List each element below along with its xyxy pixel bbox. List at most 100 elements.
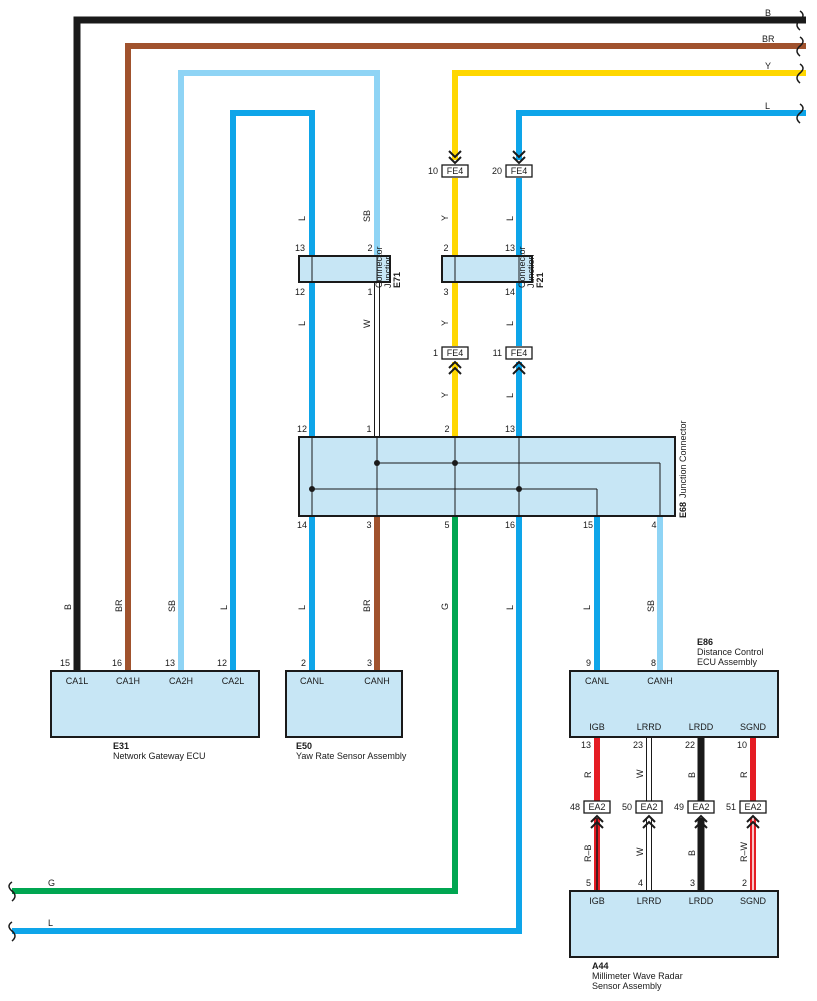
a44-pin-num: 5 bbox=[586, 878, 591, 888]
e71-pin: 12 bbox=[295, 287, 305, 297]
e71-pin: 1 bbox=[367, 287, 372, 297]
wire-label: SB bbox=[167, 600, 177, 612]
ea2-label: EA2 bbox=[588, 802, 605, 812]
e50-pin-name: CANH bbox=[364, 676, 390, 686]
wire-label: BR bbox=[362, 599, 372, 612]
e86-name-line2: ECU Assembly bbox=[697, 657, 758, 667]
a44-pin-num: 3 bbox=[690, 878, 695, 888]
e31-name: Network Gateway ECU bbox=[113, 751, 206, 761]
e86-pin-name: IGB bbox=[589, 722, 605, 732]
wire-label: R bbox=[583, 771, 593, 778]
e86-distance-control-ecu: E86 Distance Control ECU Assembly 9 8 CA… bbox=[569, 637, 779, 750]
e86-code: E86 bbox=[697, 637, 713, 647]
ea2-label: EA2 bbox=[692, 802, 709, 812]
edge-label-l: L bbox=[765, 101, 770, 111]
e68-pin: 2 bbox=[444, 424, 449, 434]
a44-radar-sensor: 5 4 3 2 IGB LRRD LRDD SGND A44 Millimete… bbox=[569, 878, 779, 991]
wire-label: L bbox=[297, 605, 307, 610]
e86-pin-name: LRRD bbox=[637, 722, 662, 732]
e71-pin: 2 bbox=[367, 243, 372, 253]
e50-yaw-rate-sensor: 2 3 CANL CANH E50 Yaw Rate Sensor Assemb… bbox=[285, 658, 407, 761]
e86-pin-name: CANH bbox=[647, 676, 673, 686]
ea2-pin-num: 51 bbox=[726, 802, 736, 812]
wire-label: Y bbox=[440, 215, 450, 221]
e50-name: Yaw Rate Sensor Assembly bbox=[296, 751, 407, 761]
wire-label: BR bbox=[114, 599, 124, 612]
e86-pin-name: CANL bbox=[585, 676, 609, 686]
e31-pin-num: 12 bbox=[217, 658, 227, 668]
fe4-lower-right: FE4 11 bbox=[493, 346, 533, 375]
a44-pin-num: 4 bbox=[638, 878, 643, 888]
wire-label: R bbox=[739, 771, 749, 778]
wire-label: W bbox=[362, 319, 372, 328]
f21-code: F21 bbox=[535, 272, 545, 288]
a44-pin-name: SGND bbox=[740, 896, 767, 906]
wire-label: B bbox=[687, 772, 697, 778]
e31-pin-num: 16 bbox=[112, 658, 122, 668]
fe4-upper-left: FE4 10 bbox=[428, 150, 469, 178]
wire-label: SB bbox=[646, 600, 656, 612]
edge-label-br: BR bbox=[762, 34, 775, 44]
ea2-connector-3: EA2 49 bbox=[674, 800, 715, 829]
wire-sb-gateway bbox=[178, 70, 380, 671]
ea2-pin-num: 50 bbox=[622, 802, 632, 812]
wire-label: G bbox=[440, 603, 450, 610]
wire-label: W bbox=[635, 769, 645, 778]
wire-label: B bbox=[63, 604, 73, 610]
wire-color-labels: B BR SB L L SB L W Y L Y L Y L L BR G L … bbox=[63, 210, 749, 862]
e68-pin: 5 bbox=[444, 520, 449, 530]
fe4-upper-right: FE4 20 bbox=[492, 150, 533, 178]
wire-label: R–B bbox=[583, 844, 593, 862]
e50-code: E50 bbox=[296, 741, 312, 751]
e31-pin-name: CA1H bbox=[116, 676, 140, 686]
edge-label-y: Y bbox=[765, 61, 771, 71]
e71-junction-connector: 13 2 12 1 E71 Junction Connector bbox=[295, 243, 402, 297]
wire-label: SB bbox=[362, 210, 372, 222]
wire-label: L bbox=[219, 605, 229, 610]
e86-pin-num: 9 bbox=[586, 658, 591, 668]
e68-pin: 1 bbox=[366, 424, 371, 434]
a44-name-line2: Sensor Assembly bbox=[592, 981, 662, 991]
wire-l-bottom bbox=[12, 516, 522, 934]
fe4-pin-num: 10 bbox=[428, 166, 438, 176]
e86-pin-num: 22 bbox=[685, 740, 695, 750]
e86-pin-name: SGND bbox=[740, 722, 767, 732]
wire-y bbox=[452, 70, 806, 160]
fe4-label: FE4 bbox=[511, 166, 528, 176]
e68-pin: 15 bbox=[583, 520, 593, 530]
ea2-pin-num: 49 bbox=[674, 802, 684, 812]
f21-name-line1: Junction bbox=[526, 254, 536, 288]
e86-name-line1: Distance Control bbox=[697, 647, 764, 657]
fe4-label: FE4 bbox=[447, 166, 464, 176]
wire-l-top bbox=[516, 110, 806, 160]
edge-label-g: G bbox=[48, 878, 55, 888]
f21-junction-connector: 2 13 3 14 F21 Junction Connector bbox=[441, 243, 545, 297]
a44-pin-num: 2 bbox=[742, 878, 747, 888]
f21-pin: 3 bbox=[443, 287, 448, 297]
fe4-pin-num: 11 bbox=[493, 348, 502, 358]
fe4-label: FE4 bbox=[447, 348, 464, 358]
edge-label-l-bottom: L bbox=[48, 918, 53, 928]
f21-pin: 14 bbox=[505, 287, 515, 297]
fe4-label: FE4 bbox=[511, 348, 528, 358]
e68-name: Junction Connector bbox=[678, 420, 688, 498]
e86-pin-num: 13 bbox=[581, 740, 591, 750]
wire-label: L bbox=[505, 393, 515, 398]
f21-name-line2: Connector bbox=[517, 246, 527, 288]
e50-pin-name: CANL bbox=[300, 676, 324, 686]
wire-label: L bbox=[505, 321, 515, 326]
ea2-connector-2: EA2 50 bbox=[622, 800, 663, 829]
a44-pin-name: LRDD bbox=[689, 896, 714, 906]
wire-g bbox=[12, 516, 458, 894]
e31-pin-name: CA1L bbox=[66, 676, 89, 686]
e68-pin: 16 bbox=[505, 520, 515, 530]
e68-code: E68 bbox=[678, 502, 688, 518]
wire-b bbox=[73, 16, 806, 671]
e71-pin: 13 bbox=[295, 243, 305, 253]
wire-label: B bbox=[687, 850, 697, 856]
e86-pin-num: 10 bbox=[737, 740, 747, 750]
e71-name-line1: Junction bbox=[383, 254, 393, 288]
wire-label: W bbox=[635, 847, 645, 856]
e50-pin-num: 3 bbox=[367, 658, 372, 668]
